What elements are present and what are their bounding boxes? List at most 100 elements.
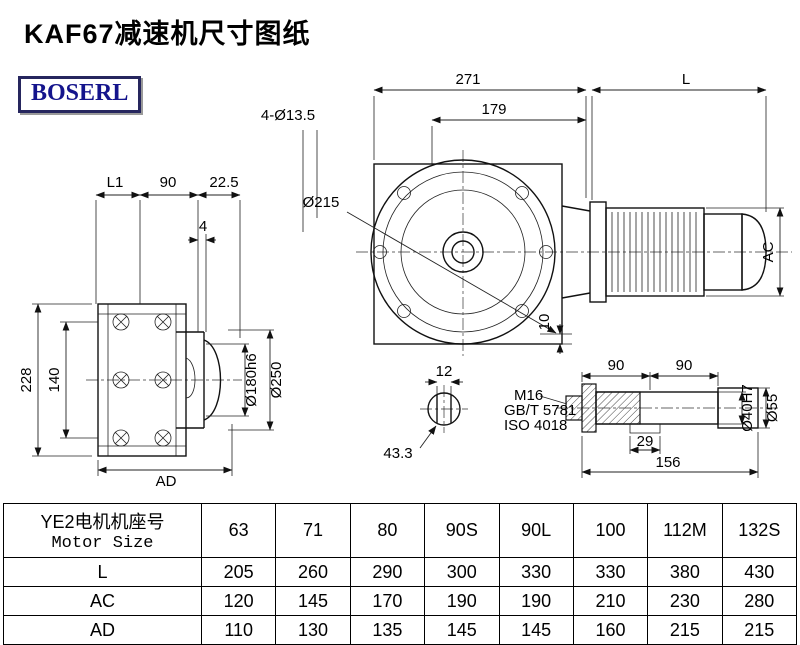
size-cell: 90L [498, 503, 574, 558]
table-row-AC: AC 120 145 170 190 190 210 230 280 [3, 586, 798, 616]
motor-end-cap [741, 213, 767, 291]
dim-d55: Ø55 [764, 394, 781, 422]
value-cell: 145 [424, 615, 500, 645]
bolt-hole-leaders [302, 130, 318, 232]
value-cell: 280 [721, 586, 798, 616]
value-cell: 130 [275, 615, 351, 645]
dim-90-right: 90 [676, 357, 693, 374]
value-cell: 120 [200, 586, 277, 616]
table-header-row: YE2电机机座号 Motor Size 63 71 80 90S 90L 100… [3, 503, 798, 558]
dim-271: 271 [455, 71, 480, 88]
size-cell: 100 [572, 503, 649, 558]
shaft-detail-view: 90 90 M16 GB/T 5781 ISO 4018 29 156 Ø40H… [504, 357, 781, 478]
value-cell: 230 [647, 586, 723, 616]
value-cell: 210 [572, 586, 649, 616]
value-cell: 215 [647, 615, 723, 645]
dim-d180: Ø180h6 [243, 353, 260, 406]
dim-L: L [682, 71, 690, 88]
dim-156: 156 [655, 454, 680, 471]
value-cell: 215 [721, 615, 798, 645]
hub-circle [442, 231, 484, 273]
dim-AC: AC [760, 241, 777, 262]
page-title: KAF67减速机尺寸图纸 [24, 19, 311, 49]
value-cell: 290 [349, 557, 426, 587]
shaft-hatched-section [595, 391, 641, 425]
value-cell: 135 [349, 615, 426, 645]
size-cell: 80 [349, 503, 426, 558]
output-hub-arc [203, 339, 222, 421]
size-cell: 63 [200, 503, 277, 558]
dim-179: 179 [481, 101, 506, 118]
side-view-dimensions: L1 90 22.5 4 228 140 AD Ø180h6 Ø250 [18, 174, 285, 490]
value-cell: 145 [275, 586, 351, 616]
value-cell: 430 [721, 557, 798, 587]
value-cell: 330 [498, 557, 574, 587]
keyway [629, 424, 661, 434]
motor-fins [611, 212, 697, 292]
row-label: AD [3, 615, 202, 645]
dim-22-5: 22.5 [209, 174, 238, 191]
centerlines [86, 150, 792, 433]
flange-outer-circle [370, 159, 556, 345]
value-cell: 260 [275, 557, 351, 587]
dim-140: 140 [46, 367, 63, 392]
value-cell: 110 [200, 615, 277, 645]
label-m16: M16 [514, 387, 543, 404]
value-cell: 330 [572, 557, 649, 587]
front-view [370, 159, 591, 345]
side-body-outline [97, 303, 187, 457]
value-cell: 300 [424, 557, 500, 587]
row-label: AC [3, 586, 202, 616]
dim-d250: Ø250 [268, 362, 285, 399]
size-cell: 112M [647, 503, 723, 558]
table-row-L: L 205 260 290 300 330 330 380 430 [3, 557, 798, 587]
bolt-circle [382, 171, 544, 333]
size-cell: 90S [424, 503, 500, 558]
value-cell: 205 [200, 557, 277, 587]
shaft-shoulder [717, 387, 759, 429]
dim-90-side: 90 [160, 174, 177, 191]
shaft-end-view: 12 43.3 [383, 363, 463, 462]
dim-29: 29 [637, 433, 654, 450]
end-washer [581, 383, 597, 433]
row-label: L [3, 557, 202, 587]
table-row-AD: AD 110 130 135 145 145 160 215 215 [3, 615, 798, 645]
label-gbt-5781: GB/T 5781 [504, 402, 576, 419]
dim-228: 228 [18, 367, 35, 392]
output-hub-lines [176, 331, 205, 429]
header-cn: YE2电机机座号 [40, 512, 165, 532]
value-cell: 160 [572, 615, 649, 645]
value-cell: 190 [424, 586, 500, 616]
dim-43-3: 43.3 [383, 445, 412, 462]
size-cell: 132S [721, 503, 798, 558]
dim-4: 4 [199, 218, 207, 235]
motor [589, 201, 767, 303]
value-cell: 170 [349, 586, 426, 616]
dim-90-left: 90 [608, 357, 625, 374]
value-cell: 380 [647, 557, 723, 587]
dim-d40: Ø40H7 [739, 384, 756, 432]
motor-size-header-cell: YE2电机机座号 Motor Size [3, 503, 202, 558]
flange-dia-leader [346, 211, 557, 334]
front-view-dimensions: 271 179 L 4-Ø13.5 Ø215 AC 10 [261, 71, 784, 354]
size-cell: 71 [275, 503, 351, 558]
flange-inner-circle [400, 189, 526, 315]
shaft-flats [436, 395, 452, 423]
dim-flange-dia: Ø215 [303, 194, 340, 211]
dim-12: 12 [436, 363, 453, 380]
side-view [97, 303, 222, 457]
side-bolts [112, 313, 172, 447]
label-iso-4018: ISO 4018 [504, 417, 567, 434]
brand-logo: BOSERL [18, 76, 142, 113]
header-en: Motor Size [51, 534, 154, 553]
coupling-lines [561, 205, 591, 299]
dim-L1: L1 [107, 174, 124, 191]
dim-AD: AD [156, 473, 177, 490]
value-cell: 145 [498, 615, 574, 645]
motor-size-table: YE2电机机座号 Motor Size 63 71 80 90S 90L 100… [3, 503, 798, 645]
shaft-bore [451, 240, 475, 264]
shaft-section-circle [427, 392, 461, 426]
gearbox-dimension-drawing: 271 179 L 4-Ø13.5 Ø215 AC 10 [18, 71, 792, 490]
shaft-end-crosshair [420, 385, 468, 433]
value-cell: 190 [498, 586, 574, 616]
